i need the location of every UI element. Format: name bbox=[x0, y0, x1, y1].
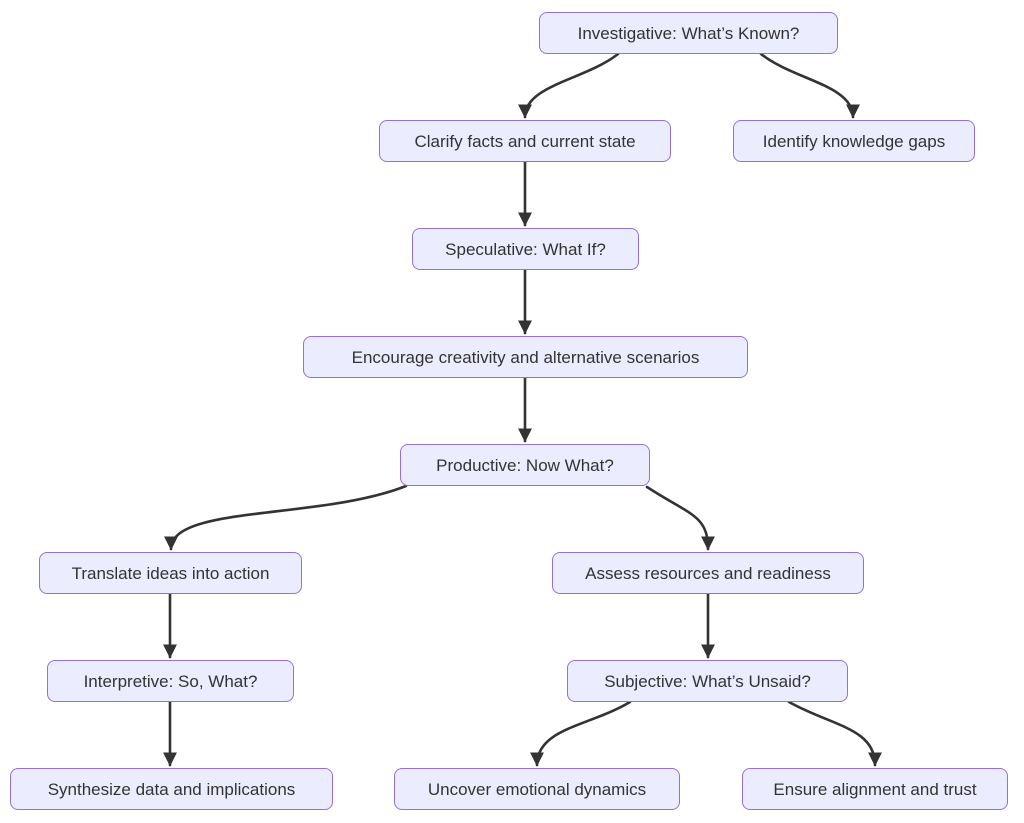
flow-node-clarify: Clarify facts and current state bbox=[379, 120, 671, 162]
flow-node-subjective: Subjective: What’s Unsaid? bbox=[567, 660, 848, 702]
flow-node-speculative: Speculative: What If? bbox=[412, 228, 639, 270]
flow-node-label: Speculative: What If? bbox=[445, 239, 606, 259]
flow-node-encourage: Encourage creativity and alternative sce… bbox=[303, 336, 748, 378]
flow-node-synthesize: Synthesize data and implications bbox=[10, 768, 333, 810]
flow-node-label: Productive: Now What? bbox=[436, 455, 614, 475]
flow-node-ensure: Ensure alignment and trust bbox=[742, 768, 1008, 810]
flow-node-translate: Translate ideas into action bbox=[39, 552, 302, 594]
flow-node-label: Uncover emotional dynamics bbox=[427, 779, 647, 799]
flow-node-productive: Productive: Now What? bbox=[400, 444, 650, 486]
flow-node-identify: Identify knowledge gaps bbox=[733, 120, 975, 162]
edge-investigative-to-clarify bbox=[518, 52, 620, 119]
flow-node-label: Assess resources and readiness bbox=[585, 563, 831, 583]
flow-node-label: Translate ideas into action bbox=[71, 563, 270, 583]
flow-node-label: Clarify facts and current state bbox=[414, 131, 636, 151]
flow-node-investigative: Investigative: What’s Known? bbox=[539, 12, 838, 54]
flow-node-label: Investigative: What’s Known? bbox=[577, 23, 800, 43]
flow-node-interpretive: Interpretive: So, What? bbox=[47, 660, 294, 702]
flow-node-assess: Assess resources and readiness bbox=[552, 552, 864, 594]
edge-subjective-to-ensure bbox=[787, 700, 882, 767]
flow-node-label: Identify knowledge gaps bbox=[762, 131, 946, 151]
edge-investigative-to-identify bbox=[759, 52, 860, 119]
flow-node-label: Interpretive: So, What? bbox=[83, 671, 258, 691]
edge-productive-to-translate bbox=[164, 484, 408, 551]
flow-node-uncover: Uncover emotional dynamics bbox=[394, 768, 680, 810]
flow-node-label: Ensure alignment and trust bbox=[773, 779, 977, 799]
flow-node-label: Subjective: What’s Unsaid? bbox=[604, 671, 811, 691]
edge-subjective-to-uncover bbox=[530, 700, 632, 767]
flow-node-label: Encourage creativity and alternative sce… bbox=[351, 347, 700, 367]
edge-productive-to-assess bbox=[645, 485, 715, 551]
flow-node-label: Synthesize data and implications bbox=[47, 779, 296, 799]
